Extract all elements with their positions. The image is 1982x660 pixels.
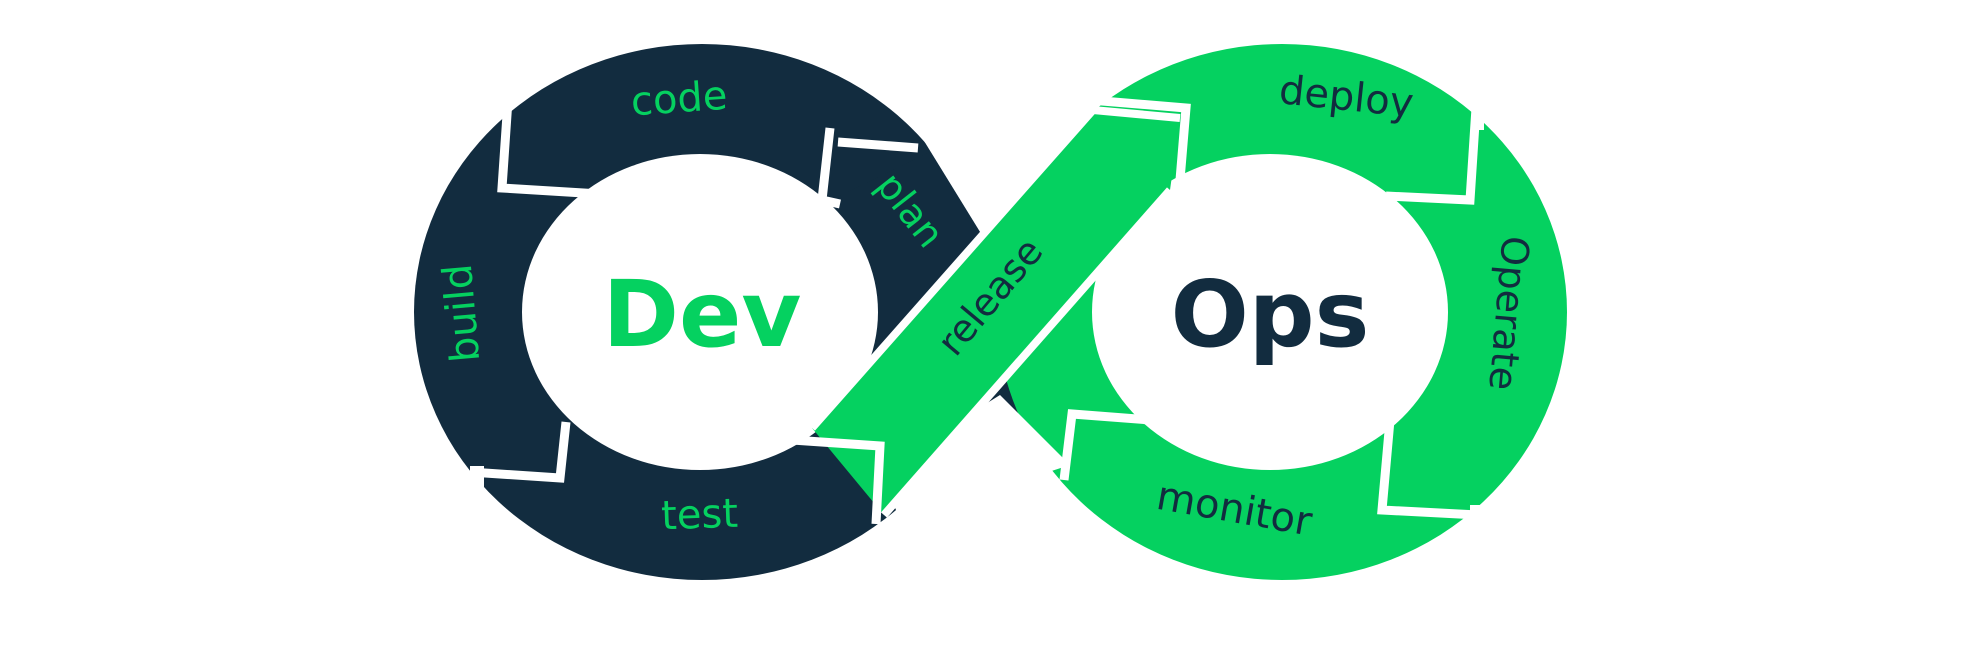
separator-code-build — [497, 99, 601, 199]
crossing-gap-bottom — [880, 395, 1070, 520]
ops-inner-hole — [1092, 154, 1448, 470]
dev-inner-hole — [522, 154, 878, 470]
separator-test-release — [791, 435, 885, 525]
separator-plan-inner — [837, 137, 919, 153]
gap-bottom-right — [1470, 505, 1484, 535]
separator-release-deploy — [1089, 95, 1191, 181]
release-band-edge-top — [809, 105, 1181, 431]
separator-monitor-release — [1059, 409, 1151, 481]
gap-top-right — [1476, 90, 1484, 130]
segment-separators — [469, 95, 1481, 525]
release-band-edge-bottom — [880, 187, 1174, 518]
separator-code-plan — [817, 127, 841, 209]
stage-label-code: code — [629, 73, 728, 126]
dev-center-label: Dev — [603, 261, 802, 368]
separator-build-test — [469, 421, 571, 483]
separator-deploy-operate — [1385, 107, 1481, 205]
ops-center-label: Ops — [1171, 261, 1370, 368]
crossing-gap-top — [905, 110, 1090, 240]
gap-top-left — [504, 70, 512, 110]
outer-gaps — [470, 70, 1484, 535]
gap-bottom-left — [470, 466, 484, 496]
release-band — [812, 110, 1180, 515]
stage-label-test: test — [660, 491, 738, 540]
separator-operate-monitor — [1377, 419, 1479, 520]
stage-label-build: build — [435, 262, 489, 364]
